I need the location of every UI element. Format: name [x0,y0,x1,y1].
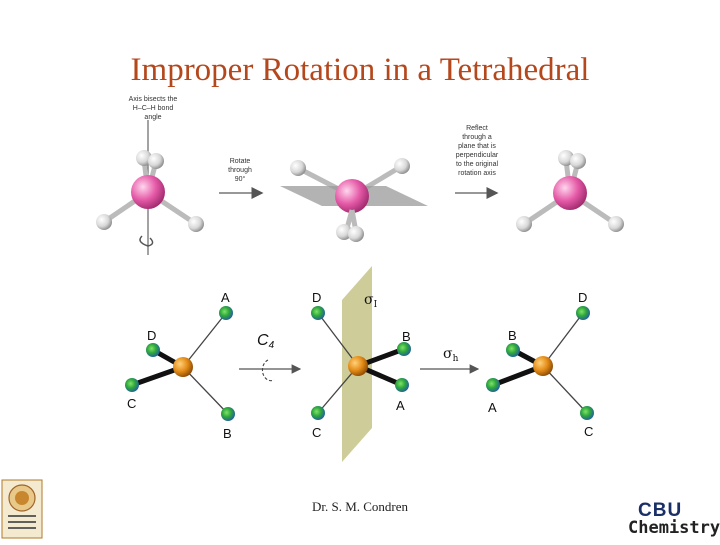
abcd-molecule-1: A D C B [125,290,235,441]
ligand-label-b: B [402,329,411,344]
axis-note: Axis bisects the H–C–H bond angle [118,95,188,122]
sigma-h-symbol: σ [443,346,453,362]
ligand-label-b: B [508,328,517,343]
sigma-subscript: I [374,300,378,310]
c4-subscript: 4 [269,340,275,351]
svg-text:σh: σh [443,346,459,364]
university-seal-icon [0,478,44,540]
sigma-h-operation: σh [420,346,480,374]
ligand-label-a: A [488,400,497,415]
ligand-label-a: A [396,398,405,413]
reflect-note-line: plane that is [458,143,496,150]
methane-molecule-2 [280,158,428,242]
reflect-note-line: rotation axis [458,170,496,177]
svg-text:C4: C4 [257,332,275,351]
logo-chemistry-text: Chemistry [628,518,720,538]
ligand-label-a: A [221,290,230,305]
ligand-label-c: C [584,424,593,439]
rotate-note: Rotate through 90° [220,157,260,184]
reflect-note-line: to the original [455,161,499,168]
reflect-note: Reflect through a plane that is perpendi… [447,124,507,178]
axis-note-line: angle [144,114,162,121]
svg-text:σI: σI [364,292,378,310]
sigma-symbol: σ [364,292,374,308]
ligand-label-b: B [223,426,232,441]
ligand-label-d: D [578,290,587,305]
rotate-note-line: Rotate [229,158,251,165]
abcd-molecule-2: σI D B A C [311,266,411,462]
c4-symbol: C [257,332,269,349]
footer-author: Dr. S. M. Condren [311,499,409,514]
methane-molecule-3 [516,150,624,232]
reflect-note-line: through a [462,134,492,141]
ligand-label-c: C [312,425,321,440]
cbu-chemistry-logo: CBU Chemistry [626,500,720,540]
logo-cbu-text: CBU [638,500,683,521]
sigma-h-subscript: h [453,354,459,364]
c4-operation: C4 [239,332,302,382]
rotate-note-line: through [228,167,252,174]
axis-note-line: H–C–H bond [132,105,174,112]
reflect-note-line: Reflect [466,125,488,132]
reflect-note-line: perpendicular [455,152,499,159]
ligand-label-c: C [127,396,136,411]
rotate-note-line: 90° [234,176,246,183]
ligand-label-d: D [147,328,156,343]
ligand-label-d: D [312,290,321,305]
abcd-molecule-3: D B A C [486,290,594,439]
methane-molecule-1 [96,120,204,255]
page-title: Improper Rotation in a Tetrahedral [130,52,590,88]
axis-note-line: Axis bisects the [128,96,178,103]
